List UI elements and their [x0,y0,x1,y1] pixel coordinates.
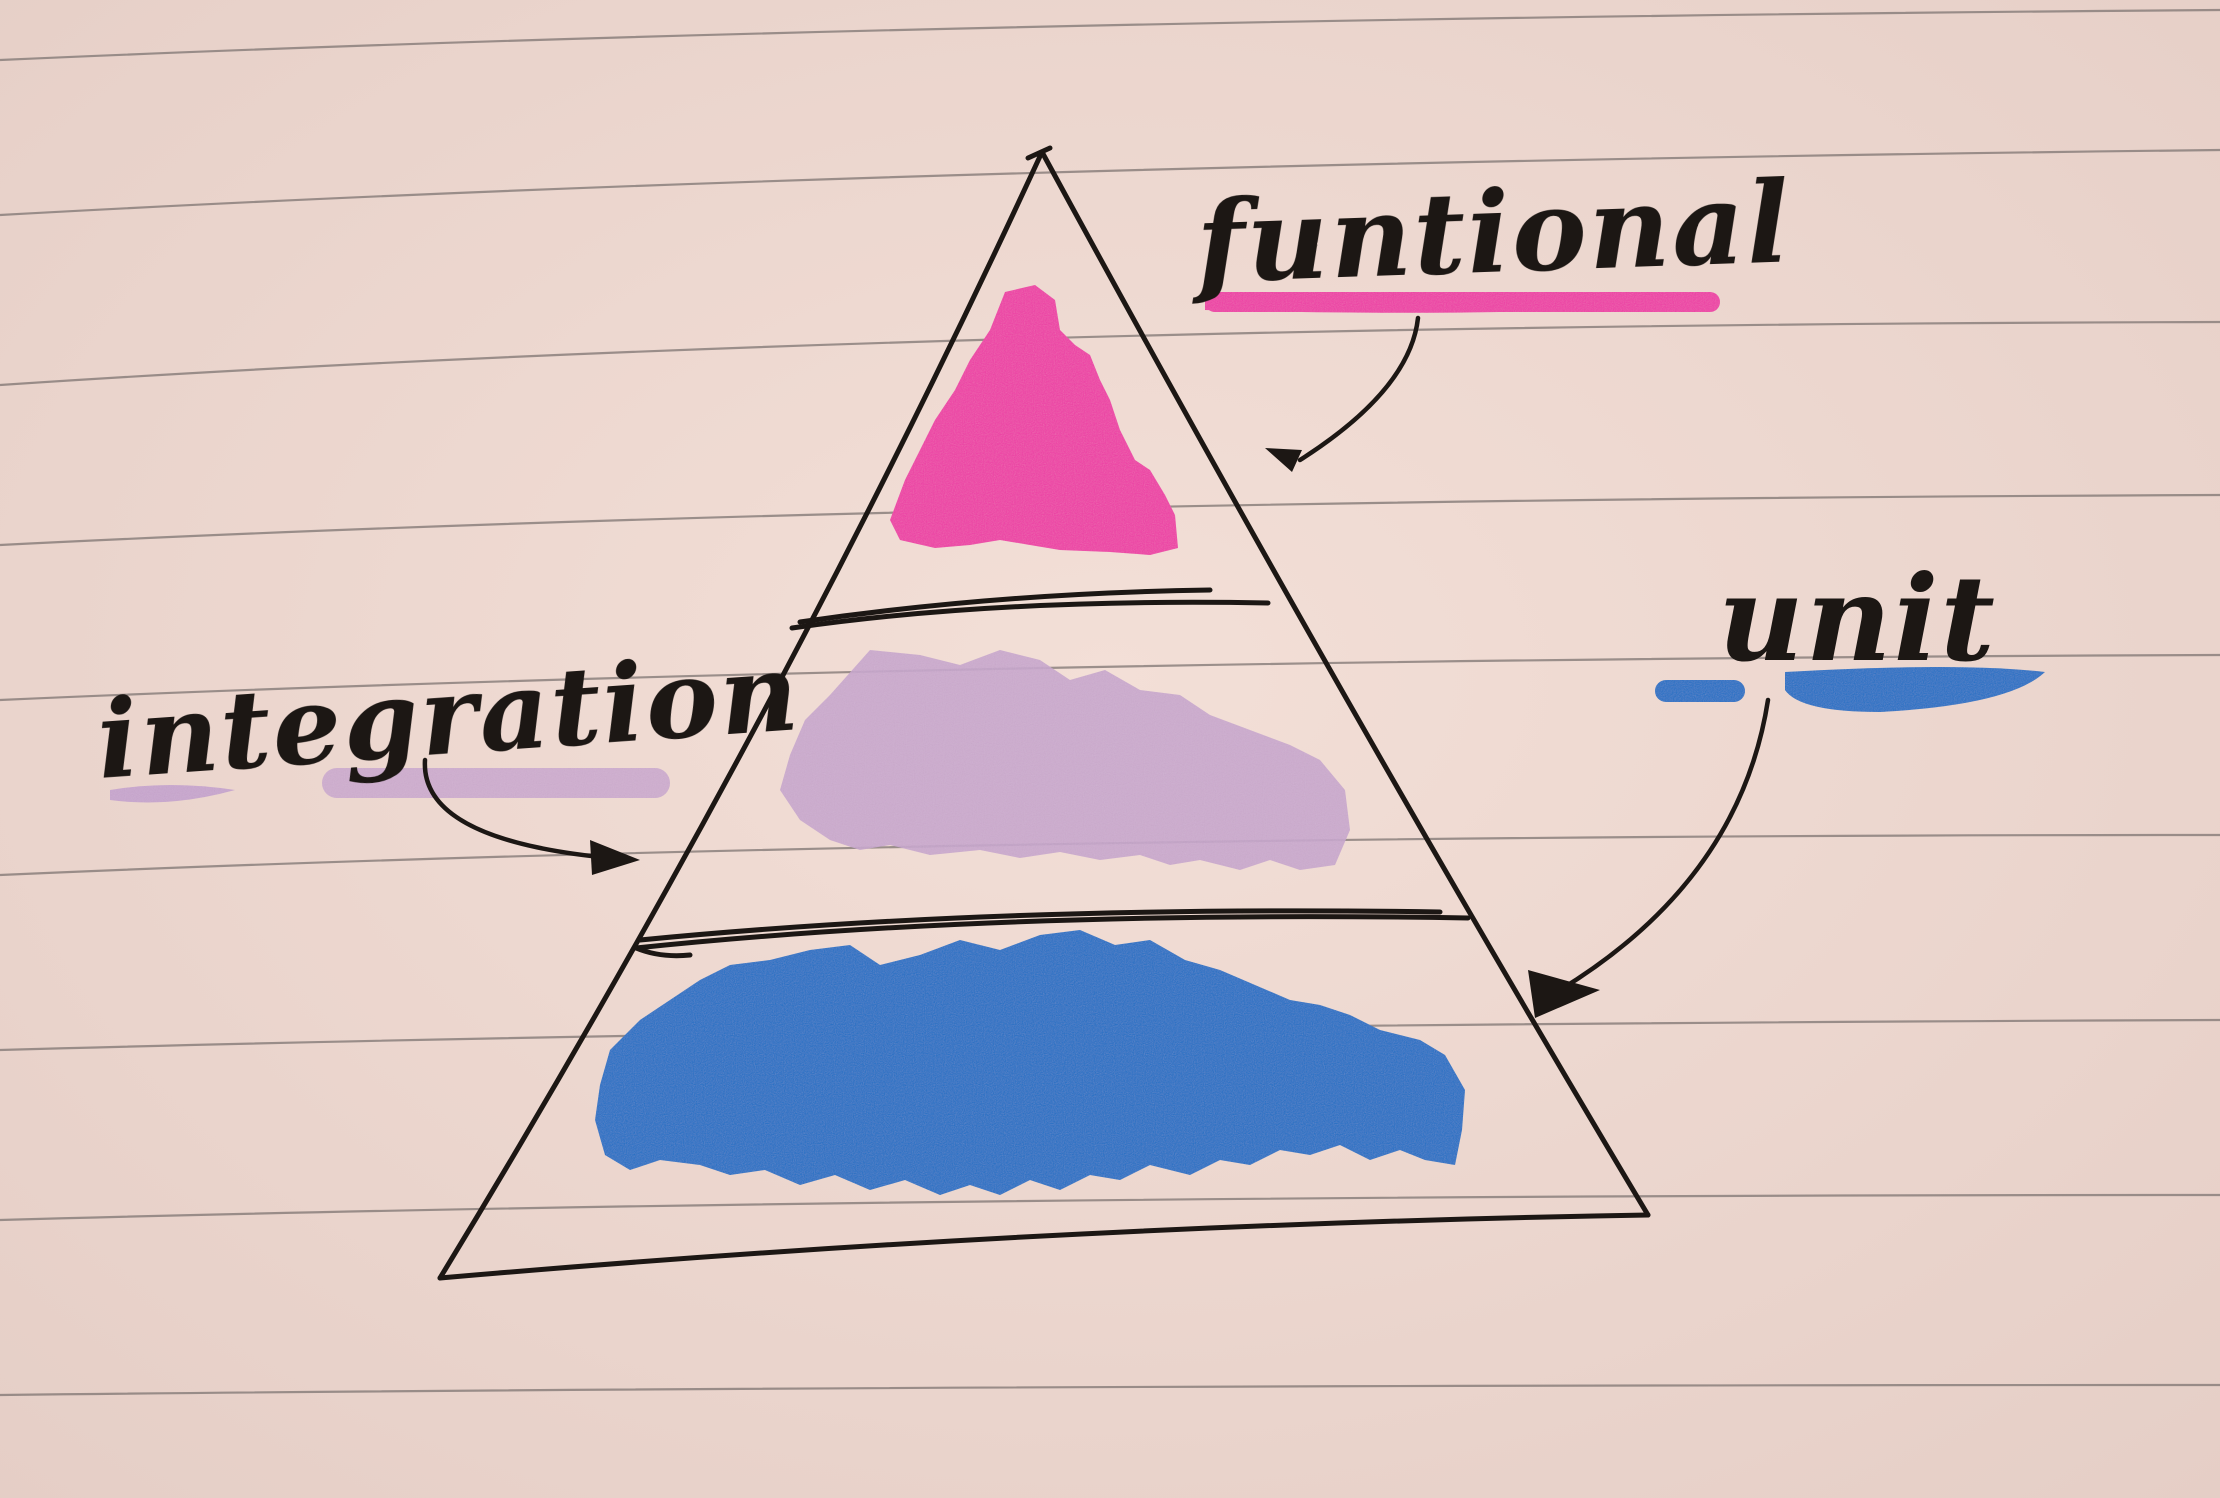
integration-highlight-1 [110,785,235,803]
ruled-line [0,8,2220,62]
arrows [422,315,1771,993]
integration-arrow [422,757,613,861]
label-unit: unit [1718,549,1997,688]
unit-highlight-1 [1655,680,1745,702]
label-funtional: funtional [1187,157,1793,309]
integration-highlight-2 [322,768,670,798]
unit-arrowhead-icon [1528,970,1600,1018]
pyramid-left-edge [437,149,1045,1281]
arrowheads [590,448,1600,1018]
tier-divider-lower-hook [633,945,693,959]
funtional-arrowhead-icon [1265,448,1302,472]
ruled-line [0,1193,2220,1222]
pyramid-base [437,1212,1651,1281]
middle-tier-fill [780,650,1350,870]
tier-divider-lower-2 [637,908,1443,943]
integration-arrowhead-icon [590,840,640,875]
unit-highlight-2 [1785,667,2045,712]
top-tier-fill [890,285,1178,555]
tier-divider-upper-2 [797,587,1213,625]
unit-arrow [1557,697,1771,993]
bottom-tier-fill [595,930,1465,1195]
funtional-arrow [1297,315,1421,463]
tier-divider-lower [633,914,1471,951]
label-highlights [110,292,2045,803]
ruled-line [0,148,2220,217]
funtional-highlight-bar [1205,292,1720,312]
tier-divider-upper [789,599,1271,631]
pyramid-outline [437,145,1651,1281]
pyramid-apex-mark [1025,145,1053,161]
ruled-line [0,1383,2220,1397]
pyramid-right-edge [1039,149,1651,1218]
